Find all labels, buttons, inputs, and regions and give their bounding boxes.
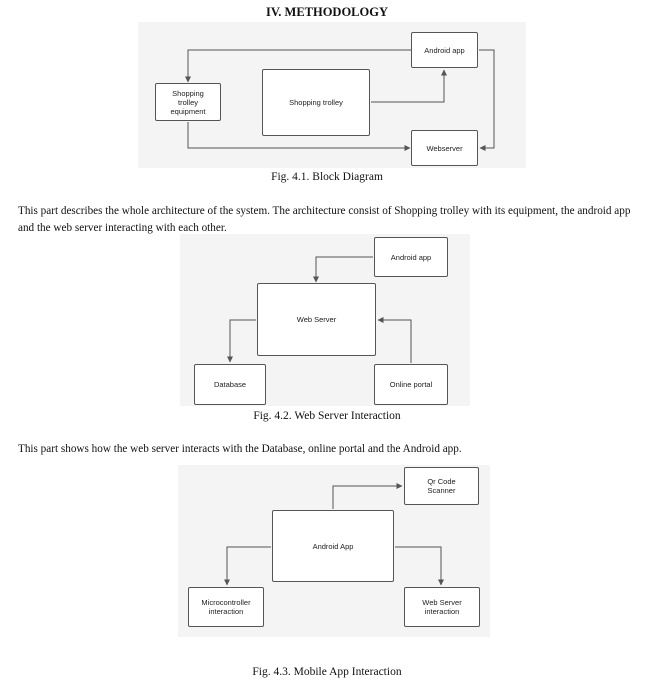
figure-2-caption: Fig. 4.2. Web Server Interaction — [253, 410, 401, 422]
node-shopping-trolley: Shopping trolley — [262, 69, 370, 136]
figure-1-caption: Fig. 4.1. Block Diagram — [271, 171, 383, 183]
node-android-app: Android app — [411, 32, 478, 68]
node-database: Database — [194, 364, 266, 405]
node-webserver: Webserver — [411, 130, 478, 166]
section-heading: IV. METHODOLOGY — [265, 5, 388, 19]
node-android-app: Android app — [374, 237, 448, 277]
node-web-server: Web Server — [257, 283, 376, 356]
paragraph-2: This part shows how the web server inter… — [18, 443, 462, 455]
figure-3-caption: Fig. 4.3. Mobile App Interaction — [252, 666, 402, 678]
node-qr-code-scanner: Qr Code Scanner — [404, 467, 479, 505]
paragraph-1: This part describes the whole architectu… — [18, 205, 631, 234]
node-web-server-interaction: Web Server interaction — [404, 587, 480, 627]
node-online-portal: Online portal — [374, 364, 448, 405]
node-microcontroller-interaction: Microcontroller interaction — [188, 587, 264, 627]
node-android-app: Android App — [272, 510, 394, 582]
node-shopping-trolley-equipment: Shopping trolley equipment — [155, 83, 221, 121]
